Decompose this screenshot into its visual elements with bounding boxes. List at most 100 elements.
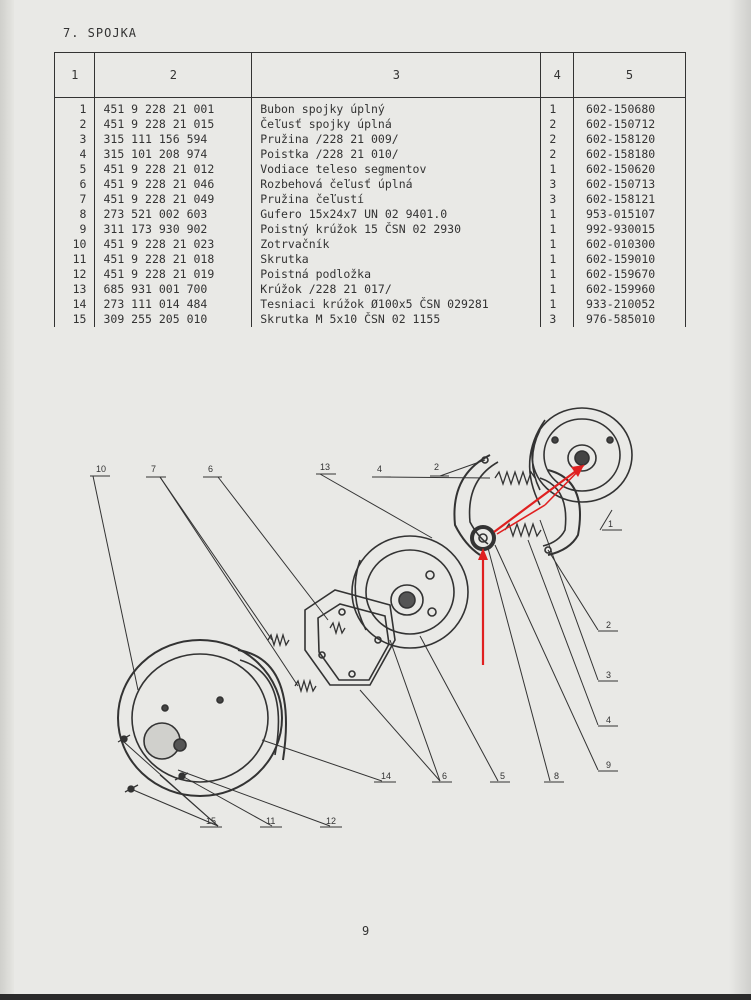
table-cell: 14 xyxy=(53,297,96,312)
table-cell: 8 xyxy=(53,207,96,222)
table-cell: 602-150712 xyxy=(572,117,687,132)
table-cell: Čeľusť spojky úplná xyxy=(251,117,542,132)
table-cell: 602-159960 xyxy=(572,282,687,297)
table-cell: 12 xyxy=(53,267,96,282)
table-cell: 602-150680 xyxy=(572,97,687,117)
table-cell: Skrutka xyxy=(251,252,542,267)
callout-4: 4 xyxy=(377,464,382,474)
table-cell: Poistný krúžok 15 ČSN 02 2930 xyxy=(251,222,542,237)
table-cell: 315 111 156 594 xyxy=(94,132,253,147)
callout-8: 8 xyxy=(554,771,559,781)
table-cell: 451 9 228 21 012 xyxy=(94,162,253,177)
table-cell: Tesniaci krúžok Ø100x5 ČSN 029281 xyxy=(251,297,542,312)
arrow-head-icon xyxy=(478,548,488,560)
table-cell: 602-159010 xyxy=(572,252,687,267)
section-title: 7. SPOJKA xyxy=(63,26,138,40)
table-cell: 3 xyxy=(53,132,96,147)
callout-1: 1 xyxy=(608,519,613,529)
column-header: 5 xyxy=(572,52,687,98)
table-cell: Skrutka M 5x10 ČSN 02 1155 xyxy=(251,312,542,327)
red-arrow-diagonal xyxy=(493,467,581,533)
table-cell: 6 xyxy=(53,177,96,192)
segment-guide-part xyxy=(351,535,469,649)
clutch-drum-part xyxy=(528,407,633,506)
table-cell: 9 xyxy=(53,222,96,237)
callout-6: 6 xyxy=(208,464,213,474)
callout-5: 5 xyxy=(500,771,505,781)
table-cell: 933-210052 xyxy=(572,297,687,312)
table-cell: Poistka /228 21 010/ xyxy=(251,147,542,162)
leader-lines xyxy=(92,459,613,827)
table-cell: Pružina /228 21 009/ xyxy=(251,132,542,147)
oil-seal-part xyxy=(470,525,496,551)
table-cell: 602-158121 xyxy=(572,192,687,207)
shoe-spring-part xyxy=(267,620,346,694)
table-cell: Poistná podložka xyxy=(251,267,542,282)
callout-4b: 4 xyxy=(606,715,611,725)
table-cell: 4 xyxy=(53,147,96,162)
table-cell: 602-158180 xyxy=(572,147,687,162)
page-fold-shadow xyxy=(0,0,14,1000)
table-cell: 5 xyxy=(53,162,96,177)
flywheel-part xyxy=(117,639,287,797)
starting-shoe-part xyxy=(304,589,396,686)
callout-11: 11 xyxy=(266,816,275,826)
table-cell: 11 xyxy=(53,252,96,267)
callout-13: 13 xyxy=(320,462,330,472)
table-cell: 451 9 228 21 015 xyxy=(94,117,253,132)
table-cell: Pružina čeľustí xyxy=(251,192,542,207)
table-cell: 451 9 228 21 018 xyxy=(94,252,253,267)
table-cell: 273 521 002 603 xyxy=(94,207,253,222)
table-cell: 273 111 014 484 xyxy=(94,297,253,312)
table-cell: 976-585010 xyxy=(572,312,687,327)
table-cell: 451 9 228 21 049 xyxy=(94,192,253,207)
table-cell: 451 9 228 21 001 xyxy=(94,97,253,117)
callout-6b: 6 xyxy=(442,771,447,781)
table-cell: Bubon spojky úplný xyxy=(251,97,542,117)
table-cell: 13 xyxy=(53,282,96,297)
table-cell: 1 xyxy=(53,97,96,117)
callout-7: 7 xyxy=(151,464,156,474)
table-cell: 602-159670 xyxy=(572,267,687,282)
callout-2b: 2 xyxy=(606,620,611,630)
table-cell: Zotrvačník xyxy=(251,237,542,252)
table-cell: 953-015107 xyxy=(572,207,687,222)
table-cell: 311 173 930 902 xyxy=(94,222,253,237)
table-cell: 451 9 228 21 019 xyxy=(94,267,253,282)
page-number: 9 xyxy=(362,924,370,938)
callout-14: 14 xyxy=(381,771,391,781)
spring-part xyxy=(494,469,542,539)
table-cell: 309 255 205 010 xyxy=(94,312,253,327)
column-header: 3 xyxy=(251,52,542,98)
table-header-row: 1 2 3 4 5 xyxy=(53,52,687,98)
table-cell: 685 931 001 700 xyxy=(94,282,253,297)
table-cell: Rozbehová čeľusť úplná xyxy=(251,177,542,192)
table-cell: 602-158120 xyxy=(572,132,687,147)
scan-bottom-border xyxy=(0,994,751,1000)
table-cell: 602-150713 xyxy=(572,177,687,192)
table-cell: 2 xyxy=(53,117,96,132)
callout-2: 2 xyxy=(434,462,439,472)
table-cell: 10 xyxy=(53,237,96,252)
table-cell: Gufero 15x24x7 UN 02 9401.0 xyxy=(251,207,542,222)
table-cell: 602-010300 xyxy=(572,237,687,252)
page-edge-shadow xyxy=(729,0,751,1000)
red-annotation xyxy=(478,464,585,665)
table-cell: 451 9 228 21 046 xyxy=(94,177,253,192)
